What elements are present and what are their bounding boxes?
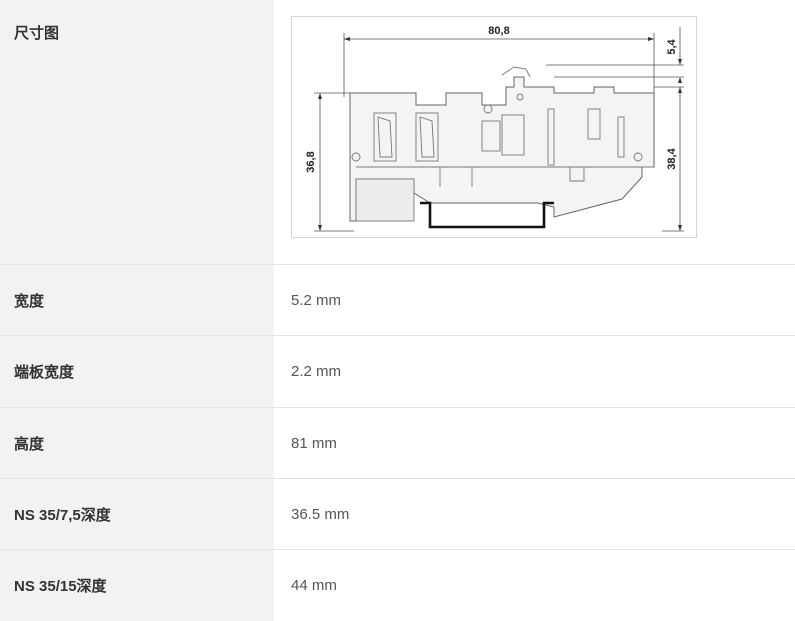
spec-label: 尺寸图 <box>0 0 274 264</box>
spec-row-width: 宽度 5.2 mm <box>0 265 795 336</box>
spec-value: 5.2 mm <box>291 291 342 309</box>
spec-value: 36.5 mm <box>291 505 350 523</box>
spec-value: 2.2 mm <box>291 363 342 380</box>
spec-label: 端板宽度 <box>0 336 274 407</box>
spec-row-height: 高度 81 mm <box>0 408 795 479</box>
spec-row-end-plate-width: 端板宽度 2.2 mm <box>0 336 795 408</box>
spec-row-ns35-7-5-depth: NS 35/7,5深度 36.5 mm <box>0 479 795 550</box>
dimension-drawing-svg: 80,8 5,4 36,8 38,4 <box>305 25 684 232</box>
dim-right-text: 38,4 <box>666 147 678 169</box>
dim-top-text: 5,4 <box>666 38 678 54</box>
spec-label: NS 35/15深度 <box>0 550 274 621</box>
dim-width-text: 80,8 <box>488 25 509 37</box>
spec-value: 80,8 5,4 36,8 38,4 <box>274 0 795 264</box>
dim-left-text: 36,8 <box>305 151 317 172</box>
spec-label: NS 35/7,5深度 <box>0 479 274 549</box>
spec-value: 44 mm <box>291 577 337 594</box>
spec-label: 宽度 <box>0 265 274 335</box>
spec-row-ns35-15-depth: NS 35/15深度 44 mm <box>0 550 795 621</box>
spec-value: 81 mm <box>291 434 337 452</box>
dimension-drawing: 80,8 5,4 36,8 38,4 <box>291 16 697 238</box>
spec-row-dimension-drawing: 尺寸图 <box>0 0 795 265</box>
spec-label: 高度 <box>0 408 274 478</box>
